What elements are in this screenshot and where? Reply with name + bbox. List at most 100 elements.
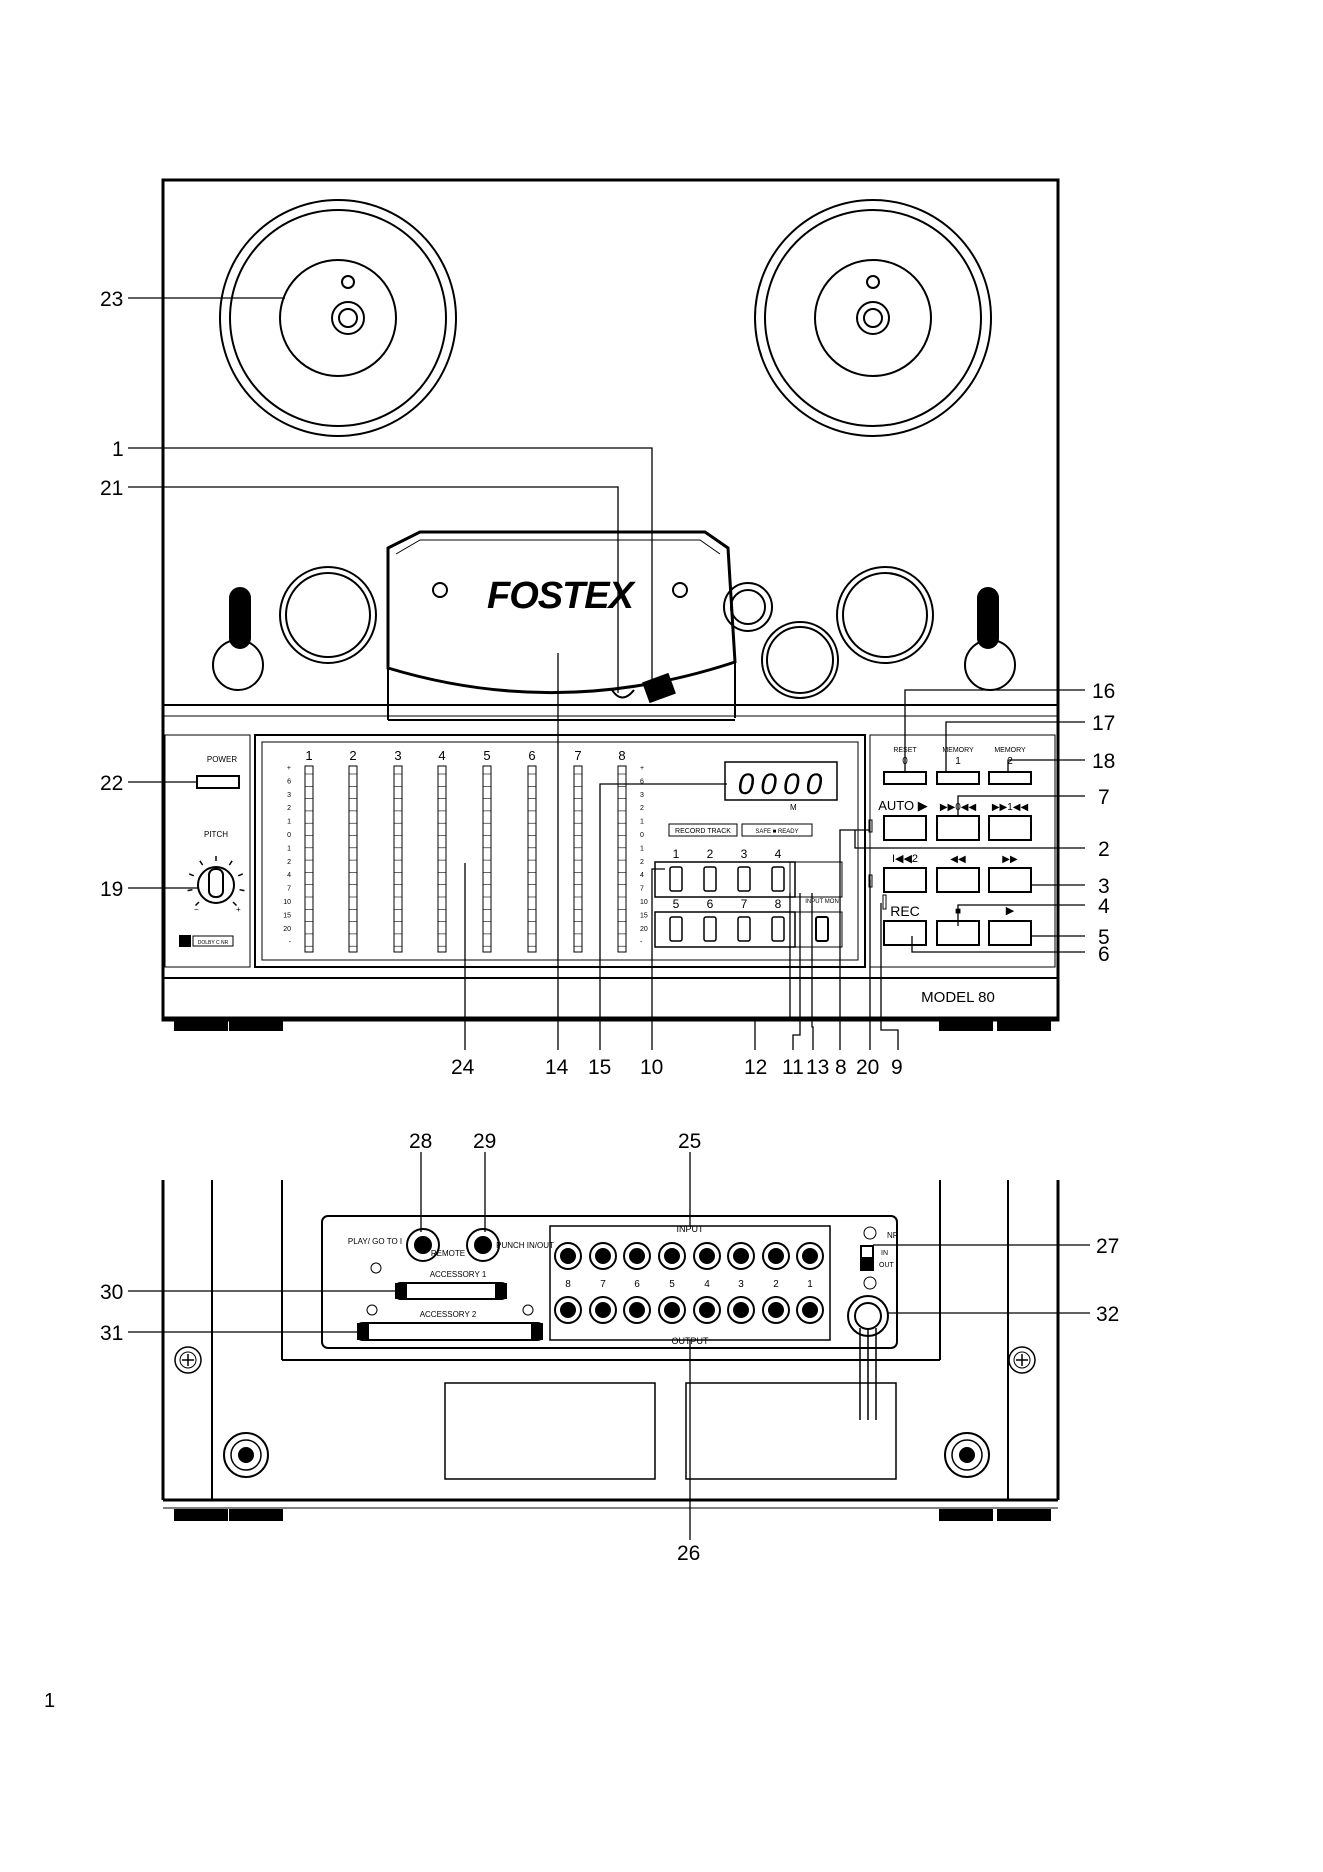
input-jack[interactable] <box>762 1242 790 1270</box>
record-track-button[interactable] <box>669 916 683 942</box>
record-track-number: 3 <box>741 847 748 861</box>
memory2-button[interactable] <box>988 771 1032 785</box>
meter-scale-label: 10 <box>640 899 648 906</box>
track-number: 2 <box>349 748 356 763</box>
left-tension-roller <box>212 639 264 691</box>
meter-scale-label: + <box>640 765 644 772</box>
callout-19: 19 <box>100 878 123 901</box>
input-jack-center <box>560 1248 576 1264</box>
ff-label: ▶▶ <box>1002 854 1018 865</box>
auto-play-button[interactable] <box>883 815 927 841</box>
output-jack[interactable] <box>762 1296 790 1324</box>
play-goto-jack[interactable] <box>406 1228 440 1262</box>
nr-label: NR <box>887 1231 899 1240</box>
input-jack[interactable] <box>693 1242 721 1270</box>
meter-scale-label: 1 <box>640 819 644 826</box>
output-jack[interactable] <box>727 1296 755 1324</box>
output-jack[interactable] <box>796 1296 824 1324</box>
meter-scale-label: 2 <box>287 859 291 866</box>
tape-counter <box>724 761 838 801</box>
output-jack[interactable] <box>623 1296 651 1324</box>
channel-number: 8 <box>565 1279 571 1290</box>
right-guide-roller <box>836 566 934 664</box>
record-track-button[interactable] <box>771 916 785 942</box>
track-number: 8 <box>618 748 625 763</box>
input-jack[interactable] <box>727 1242 755 1270</box>
reset-button[interactable] <box>883 771 927 785</box>
input-jack[interactable] <box>554 1242 582 1270</box>
accessory2-connector[interactable] <box>357 1322 543 1341</box>
dolby-logo <box>179 935 191 947</box>
rewind-button[interactable] <box>936 867 980 893</box>
front-callouts: 23 1 21 22 19 16 17 18 7 2 3 4 5 6 24 14… <box>100 288 1115 1079</box>
remote-label: REMOTE <box>431 1249 465 1258</box>
auto-label: AUTO ▶ <box>878 798 928 813</box>
vent-right <box>685 1382 897 1480</box>
io-panel <box>549 1225 831 1341</box>
callout-10: 10 <box>640 1056 663 1079</box>
fast-forward-button[interactable] <box>988 867 1032 893</box>
record-track-number: 4 <box>775 847 782 861</box>
meter-scale-label: - <box>640 939 643 946</box>
meter-scale-label: 7 <box>640 886 644 893</box>
input-jack[interactable] <box>796 1242 824 1270</box>
record-track-number: 2 <box>707 847 714 861</box>
record-track-button[interactable] <box>771 866 785 892</box>
pitch-tick <box>188 873 195 877</box>
callout-14: 14 <box>545 1056 569 1079</box>
output-jack[interactable] <box>658 1296 686 1324</box>
meter-scale-label: 7 <box>287 886 291 893</box>
play-button[interactable] <box>988 920 1032 946</box>
pitch-knob[interactable] <box>197 866 235 904</box>
record-button[interactable] <box>883 920 927 946</box>
rtz-button[interactable] <box>883 867 927 893</box>
callout-24: 24 <box>451 1056 475 1079</box>
callout-5: 5 <box>1098 926 1110 949</box>
input-jack-center <box>595 1248 611 1264</box>
memory1-num: 1 <box>955 756 961 767</box>
output-jack-center <box>595 1302 611 1318</box>
record-track-button[interactable] <box>703 916 717 942</box>
punch-in-out-jack[interactable] <box>466 1228 500 1262</box>
output-jack[interactable] <box>693 1296 721 1324</box>
record-track-button[interactable] <box>737 866 751 892</box>
pitch-tick <box>232 901 238 907</box>
right-reel <box>754 199 992 437</box>
right-tension-arm <box>977 587 999 649</box>
foot <box>939 1019 993 1031</box>
rear-foot <box>174 1509 228 1521</box>
record-track-button[interactable] <box>669 866 683 892</box>
level-meter <box>393 765 403 953</box>
input-jack-center <box>733 1248 749 1264</box>
memory1-button[interactable] <box>936 771 980 785</box>
output-jack[interactable] <box>589 1296 617 1324</box>
meter-scale-label: 4 <box>640 872 644 879</box>
rear-foot <box>997 1509 1051 1521</box>
pinch-roller-arm <box>723 582 773 632</box>
rear-foot <box>229 1509 283 1521</box>
accessory1-connector[interactable] <box>395 1282 507 1300</box>
input-monitor-label: INPUT MON <box>805 899 839 905</box>
track-number: 5 <box>483 748 490 763</box>
output-jack[interactable] <box>554 1296 582 1324</box>
search-zero-button[interactable] <box>936 815 980 841</box>
track-number: 6 <box>528 748 535 763</box>
input-jack-center <box>768 1248 784 1264</box>
power-switch[interactable] <box>196 775 240 789</box>
meter-scale-label: 1 <box>287 845 291 852</box>
record-track-bank-2 <box>654 911 796 948</box>
record-track-button[interactable] <box>737 916 751 942</box>
screw-icon <box>174 1346 202 1374</box>
input-jack[interactable] <box>658 1242 686 1270</box>
record-track-button[interactable] <box>703 866 717 892</box>
input-jack[interactable] <box>589 1242 617 1270</box>
callout-31: 31 <box>100 1322 123 1345</box>
input-monitor-button[interactable] <box>815 916 829 942</box>
page-number: 1 <box>44 1690 56 1712</box>
input-jack[interactable] <box>623 1242 651 1270</box>
meter-scale-label: 1 <box>287 819 291 826</box>
accessory2-label: ACCESSORY 2 <box>420 1310 477 1319</box>
meter-panel <box>254 734 866 968</box>
ffw-one-label: ▶▶1◀◀ <box>992 802 1029 813</box>
search-one-button[interactable] <box>988 815 1032 841</box>
